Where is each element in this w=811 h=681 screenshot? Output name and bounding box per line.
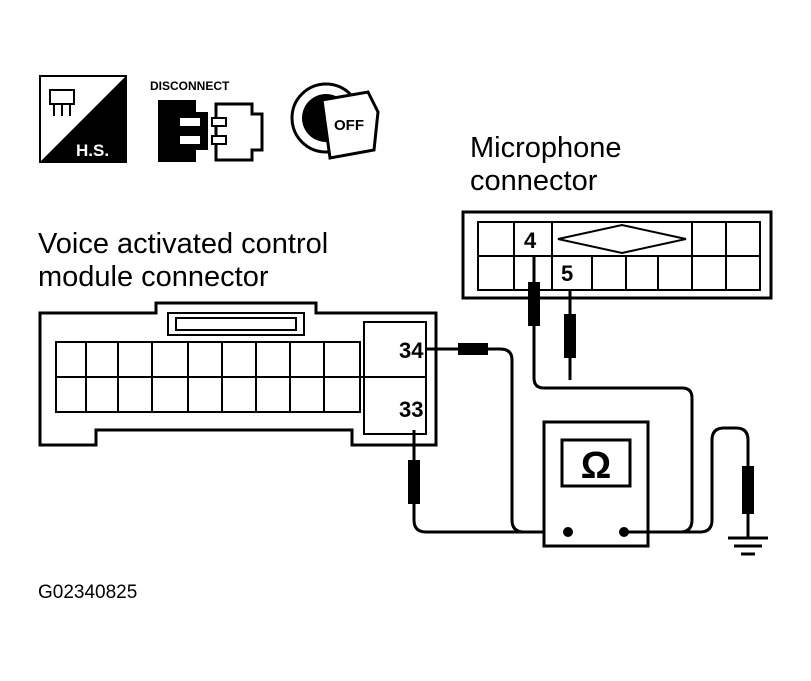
figure-code: G02340825 [38,582,137,603]
module-pin-33: 33 [399,397,423,422]
disconnect-connector-icon: DISCONNECT [150,79,264,162]
module-connector-label-line2: module connector [38,261,269,293]
ohmmeter-icon: Ω [542,420,650,548]
ignition-key-off-icon: OFF [290,82,380,160]
harness-service-icon: H.S. [39,75,127,163]
microphone-connector: 4 5 [461,210,773,300]
harness-service-label: H.S. [76,141,109,160]
ohm-symbol: Ω [581,445,611,487]
microphone-connector-label-line1: Microphone [470,132,622,164]
test-wiring [408,256,694,534]
module-connector-label-line1: Voice activated control [38,228,328,260]
module-connector: 34 33 [38,301,438,447]
ignition-off-label: OFF [334,117,364,134]
microphone-connector-label-line2: connector [470,165,598,197]
microphone-pin-4: 4 [524,228,537,253]
probe-ground [742,466,754,514]
probe-5 [564,314,576,358]
probe-34 [458,343,488,355]
ground-symbol-icon [624,426,768,556]
module-pin-34: 34 [399,338,424,363]
microphone-pin-5: 5 [561,261,573,286]
probe-33 [408,460,420,504]
disconnect-label: DISCONNECT [150,79,230,93]
probe-4 [528,282,540,326]
